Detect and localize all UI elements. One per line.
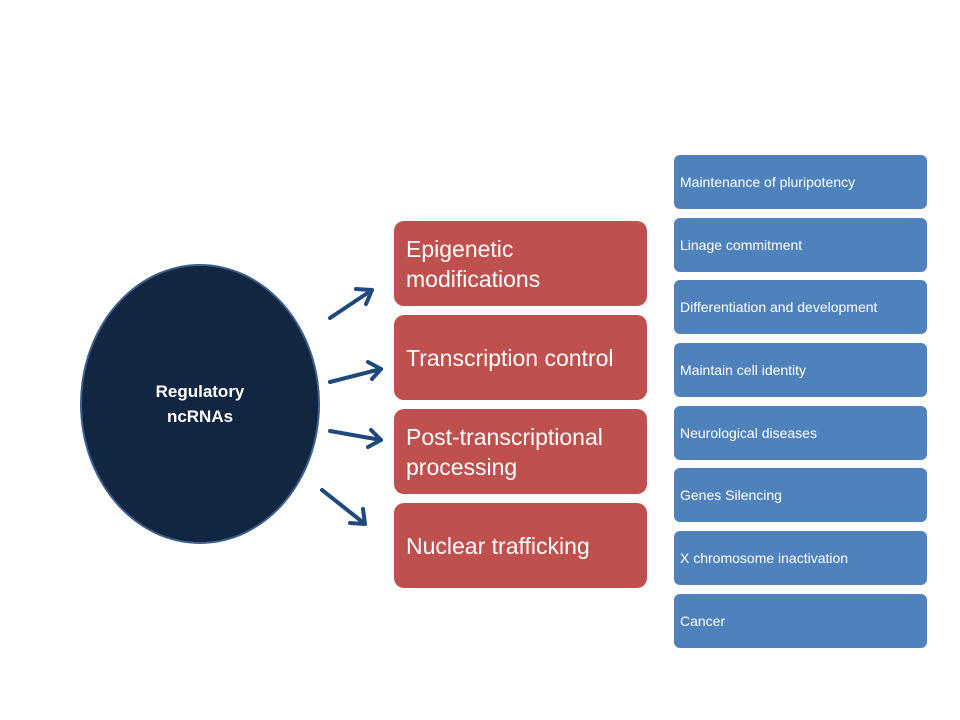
outcome-label: X chromosome inactivation [680, 550, 849, 566]
outcome-label: Differentiation and development [680, 299, 878, 315]
outcome-neurological-diseases: Neurological diseases [674, 406, 927, 460]
outcome-label: Cancer [680, 613, 726, 629]
outcome-x-chromosome-inactivation: X chromosome inactivation [674, 531, 927, 585]
process-transcription-control: Transcription control [394, 315, 647, 400]
arrow-to-transcription [328, 360, 383, 384]
process-epigenetic-modifications: Epigenetic modifications [394, 221, 647, 306]
outcome-differentiation-and-development: Differentiation and development [674, 280, 927, 334]
outcome-linage-commitment: Linage commitment [674, 218, 927, 272]
outcome-genes-silencing: Genes Silencing [674, 468, 927, 522]
process-label: Nuclear trafficking [406, 532, 590, 559]
process-post-transcriptional-processing: Post-transcriptional processing [394, 409, 647, 494]
center-node-label: Regulatory ncRNAs [155, 382, 245, 426]
center-node: Regulatory ncRNAs [80, 264, 320, 544]
arrow-to-post-transcriptional [328, 428, 383, 449]
process-nuclear-trafficking: Nuclear trafficking [394, 503, 647, 588]
outcome-label: Genes Silencing [680, 487, 782, 503]
outcome-maintain-cell-identity: Maintain cell identity [674, 343, 927, 397]
outcome-label: Maintenance of pluripotency [680, 174, 856, 190]
arrow-to-epigenetic [328, 287, 374, 320]
outcome-label: Linage commitment [680, 237, 803, 253]
outcome-cancer: Cancer [674, 594, 927, 648]
outcome-label: Neurological diseases [680, 425, 817, 441]
process-label: Epigenetic modifications [406, 235, 541, 292]
arrow-to-nuclear-trafficking [320, 488, 367, 526]
outcome-label: Maintain cell identity [680, 362, 807, 378]
process-label: Post-transcriptional processing [406, 423, 603, 480]
outcome-maintenance-of-pluripotency: Maintenance of pluripotency [674, 155, 927, 209]
process-label: Transcription control [406, 344, 614, 371]
